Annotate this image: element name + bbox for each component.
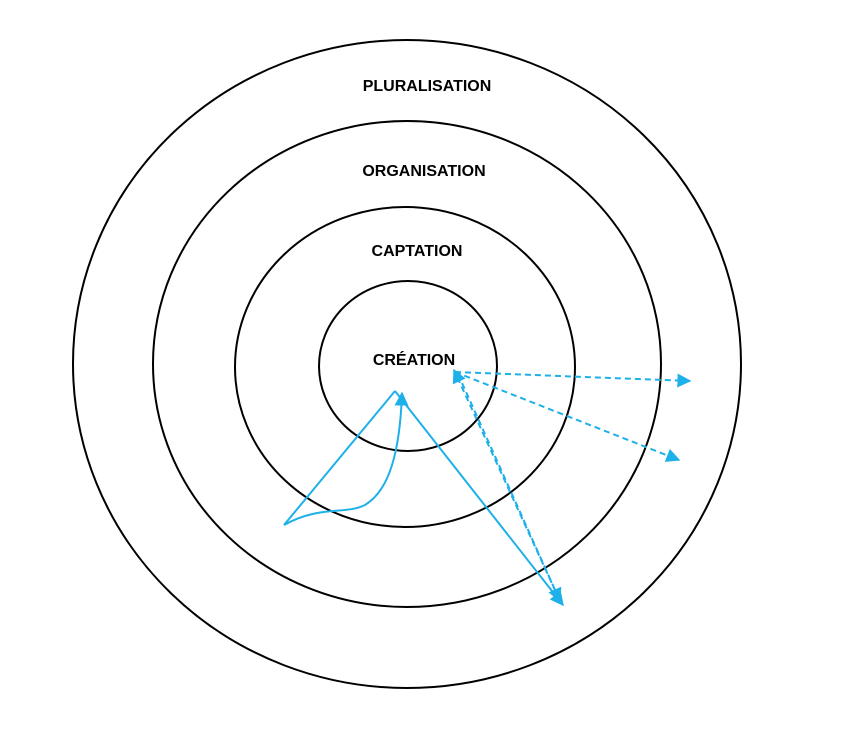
dashed-arrow-right: [454, 371, 692, 388]
dashed-arrow-back-to-center: [452, 368, 561, 602]
solid-flows: [283, 390, 564, 607]
solid-arrow-down-right: [394, 390, 564, 607]
ring-pluralisation: [72, 39, 742, 689]
solid-curve-arrow: [283, 391, 409, 526]
ring-captation: [234, 206, 576, 528]
dashed-flows: [452, 368, 692, 603]
solid-line-left: [283, 390, 396, 526]
ring-organisation: [152, 120, 662, 608]
ring-creation: [318, 280, 498, 452]
label-pluralisation: PLURALISATION: [363, 78, 492, 95]
label-creation: CRÉATION: [373, 350, 455, 369]
dashed-arrow-lower-right: [454, 371, 681, 462]
label-organisation: ORGANISATION: [362, 163, 485, 180]
label-captation: CAPTATION: [372, 243, 463, 260]
